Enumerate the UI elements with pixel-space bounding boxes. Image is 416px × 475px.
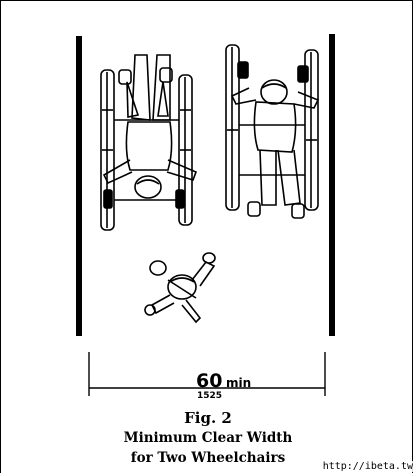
figure-number: Fig. 2 bbox=[184, 409, 232, 427]
clear-width-metric: 1525 bbox=[197, 391, 223, 401]
left-wheelchair bbox=[100, 54, 198, 231]
clear-width-unit: min bbox=[226, 376, 252, 390]
figure-title-line2: for Two Wheelchairs bbox=[130, 450, 286, 466]
watermark-url: http://ibeta.tw bbox=[322, 461, 413, 472]
figure-title-line1: Minimum Clear Width bbox=[123, 430, 293, 446]
clear-width-value: 60 bbox=[196, 370, 223, 392]
right-wheelchair bbox=[225, 44, 320, 219]
right-wall bbox=[329, 34, 335, 336]
walking-person bbox=[144, 252, 216, 324]
dimension-line bbox=[88, 352, 326, 396]
left-wall bbox=[76, 36, 82, 336]
